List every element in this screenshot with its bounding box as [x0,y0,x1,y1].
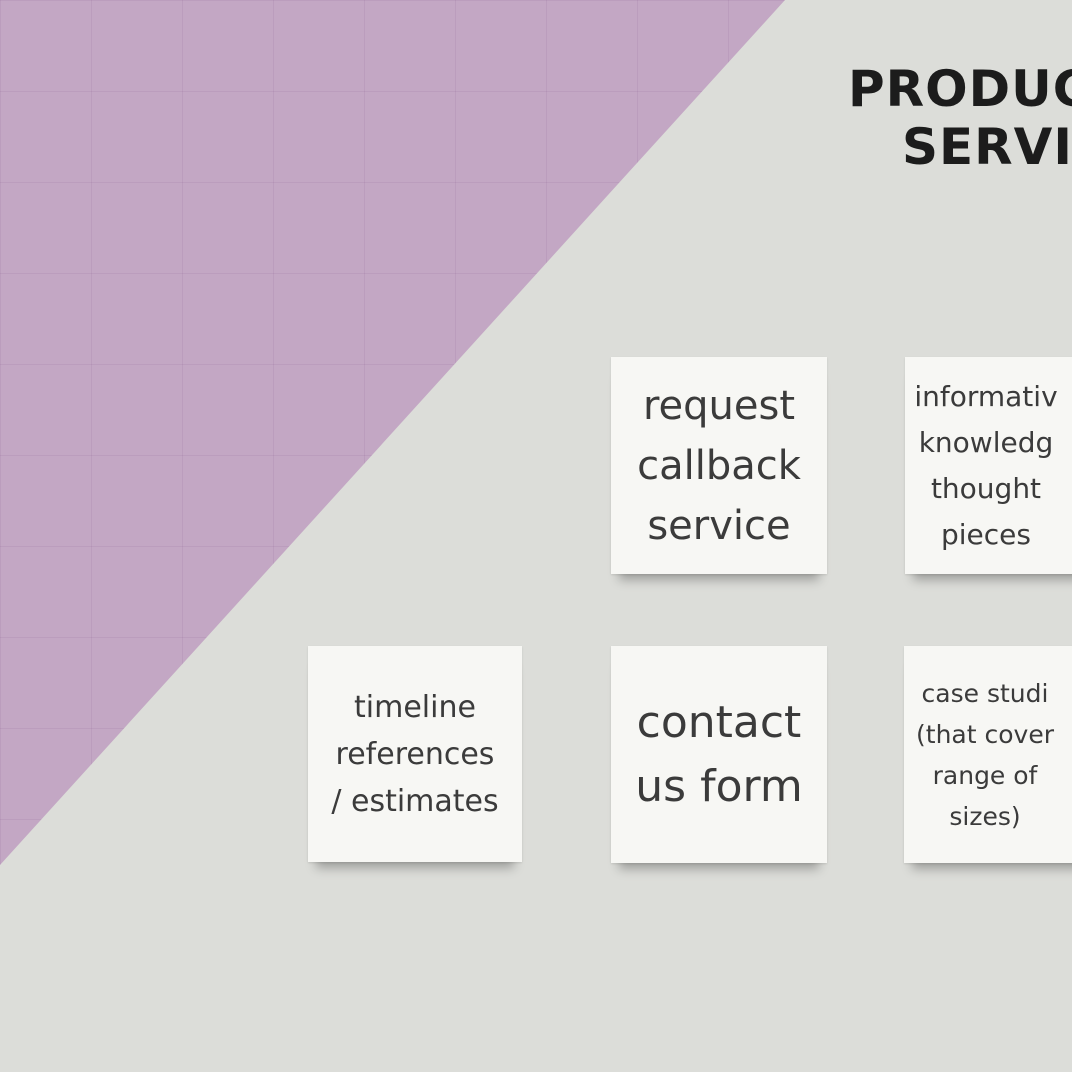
sticky-note-text: request callback service [637,382,801,549]
sticky-note-contact-form[interactable]: contact us form [611,646,827,863]
sticky-note-request-callback[interactable]: request callback service [611,357,827,574]
sticky-note-text: case studi (that cover range of sizes) [916,678,1054,831]
sticky-note-text: informativ knowledg thought pieces [914,379,1058,551]
heading-line-2: SERVI [902,118,1072,176]
sticky-note-text: contact us form [635,696,803,812]
heading-line-1: PRODUC [848,60,1072,118]
sticky-note-timeline[interactable]: timeline references / estimates [308,646,522,862]
sticky-note-informative[interactable]: informativ knowledg thought pieces [905,357,1072,574]
section-heading: PRODUC SERVI [848,60,1072,176]
sticky-note-text: timeline references / estimates [331,689,499,819]
sticky-note-case-studies[interactable]: case studi (that cover range of sizes) [904,646,1072,863]
